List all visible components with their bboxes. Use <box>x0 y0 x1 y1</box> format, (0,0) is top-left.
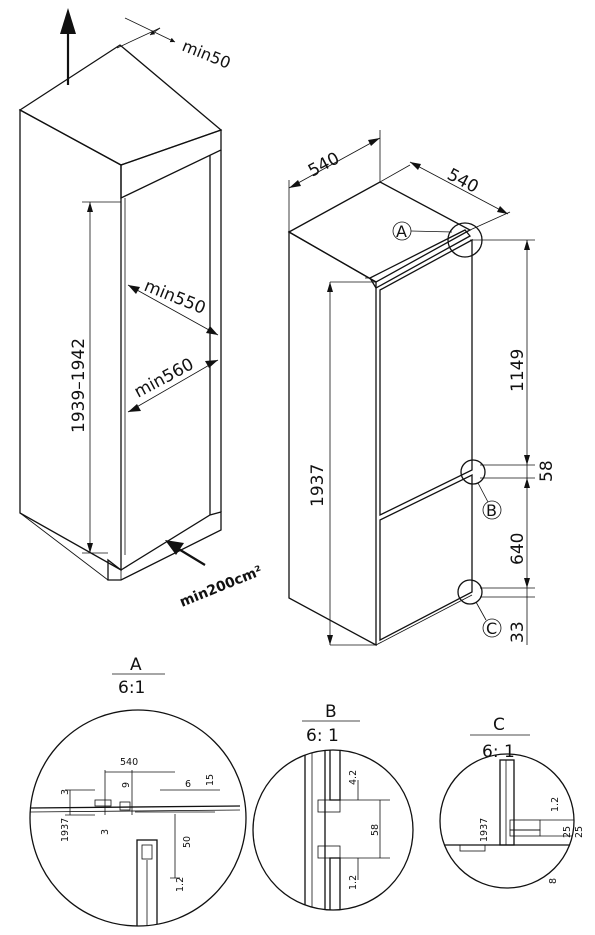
detail-a-dim-3a: 3 <box>60 789 71 795</box>
detail-b-dim-58: 58 <box>370 824 381 836</box>
detail-c-circle <box>457 579 483 605</box>
niche-drawing: min50 1939–1942 min550 min560 min200cm² <box>18 8 265 611</box>
niche-depth-lower-label: min560 <box>131 354 197 402</box>
detail-c-dim-25b: 25 <box>574 826 585 838</box>
niche-top-clearance-label: min50 <box>180 36 234 73</box>
marker-a: A <box>396 222 407 241</box>
niche-depth-upper-label: min550 <box>141 276 208 319</box>
detail-c-letter: C <box>493 715 505 735</box>
detail-c-dim-1937: 1937 <box>479 818 490 842</box>
appliance-depth-label: 540 <box>444 165 482 198</box>
detail-a-dim-1937: 1937 <box>60 818 71 842</box>
detail-b: B 6: 1 4.2 58 1.2 <box>252 702 414 911</box>
detail-b-dim-4-2: 4.2 <box>348 770 359 785</box>
up-arrow-icon <box>60 8 76 34</box>
detail-c-circle-view <box>439 753 575 889</box>
detail-a-letter: A <box>130 655 142 675</box>
detail-a-dim-9: 9 <box>121 782 132 788</box>
detail-a-scale: 6:1 <box>118 678 145 698</box>
detail-b-letter: B <box>325 702 337 722</box>
detail-b-circle-view <box>252 749 414 911</box>
vent-arrow-icon <box>165 540 184 555</box>
detail-c-dim-25a: 25 <box>562 826 573 838</box>
detail-c-scale: 6: 1 <box>482 742 515 762</box>
detail-a-dim-15: 15 <box>205 774 216 786</box>
lower-door-label: 640 <box>508 533 528 565</box>
detail-b-circle <box>460 459 486 485</box>
niche-vent-label: min200cm² <box>178 563 265 611</box>
detail-a-dim-6: 6 <box>185 779 191 790</box>
detail-c: C 6: 1 1937 1.2 25 25 8 <box>439 715 585 889</box>
detail-b-dim-1-2: 1.2 <box>348 875 359 890</box>
detail-a-dim-50: 50 <box>182 836 193 848</box>
marker-b: B <box>486 501 497 520</box>
detail-a-dim-3b: 3 <box>100 829 111 835</box>
detail-a: A 6:1 540 3 9 6 15 1937 3 <box>29 655 247 927</box>
detail-c-dim-8: 8 <box>548 878 559 884</box>
detail-b-scale: 6: 1 <box>306 726 339 746</box>
upper-door-label: 1149 <box>508 349 528 392</box>
marker-c: C <box>486 619 497 638</box>
gap-label: 58 <box>537 460 557 482</box>
detail-a-circle-view <box>29 709 247 927</box>
bottom-label: 33 <box>508 621 528 643</box>
appliance-width-label: 540 <box>305 149 343 182</box>
niche-height-label: 1939–1942 <box>69 338 89 433</box>
detail-c-dim-1-2: 1.2 <box>550 797 561 812</box>
detail-a-dim-1-2: 1.2 <box>175 877 186 892</box>
appliance-height-label: 1937 <box>308 464 328 507</box>
appliance-drawing: 540 540 1937 A B C <box>287 130 557 647</box>
detail-a-dim-540: 540 <box>120 757 138 768</box>
